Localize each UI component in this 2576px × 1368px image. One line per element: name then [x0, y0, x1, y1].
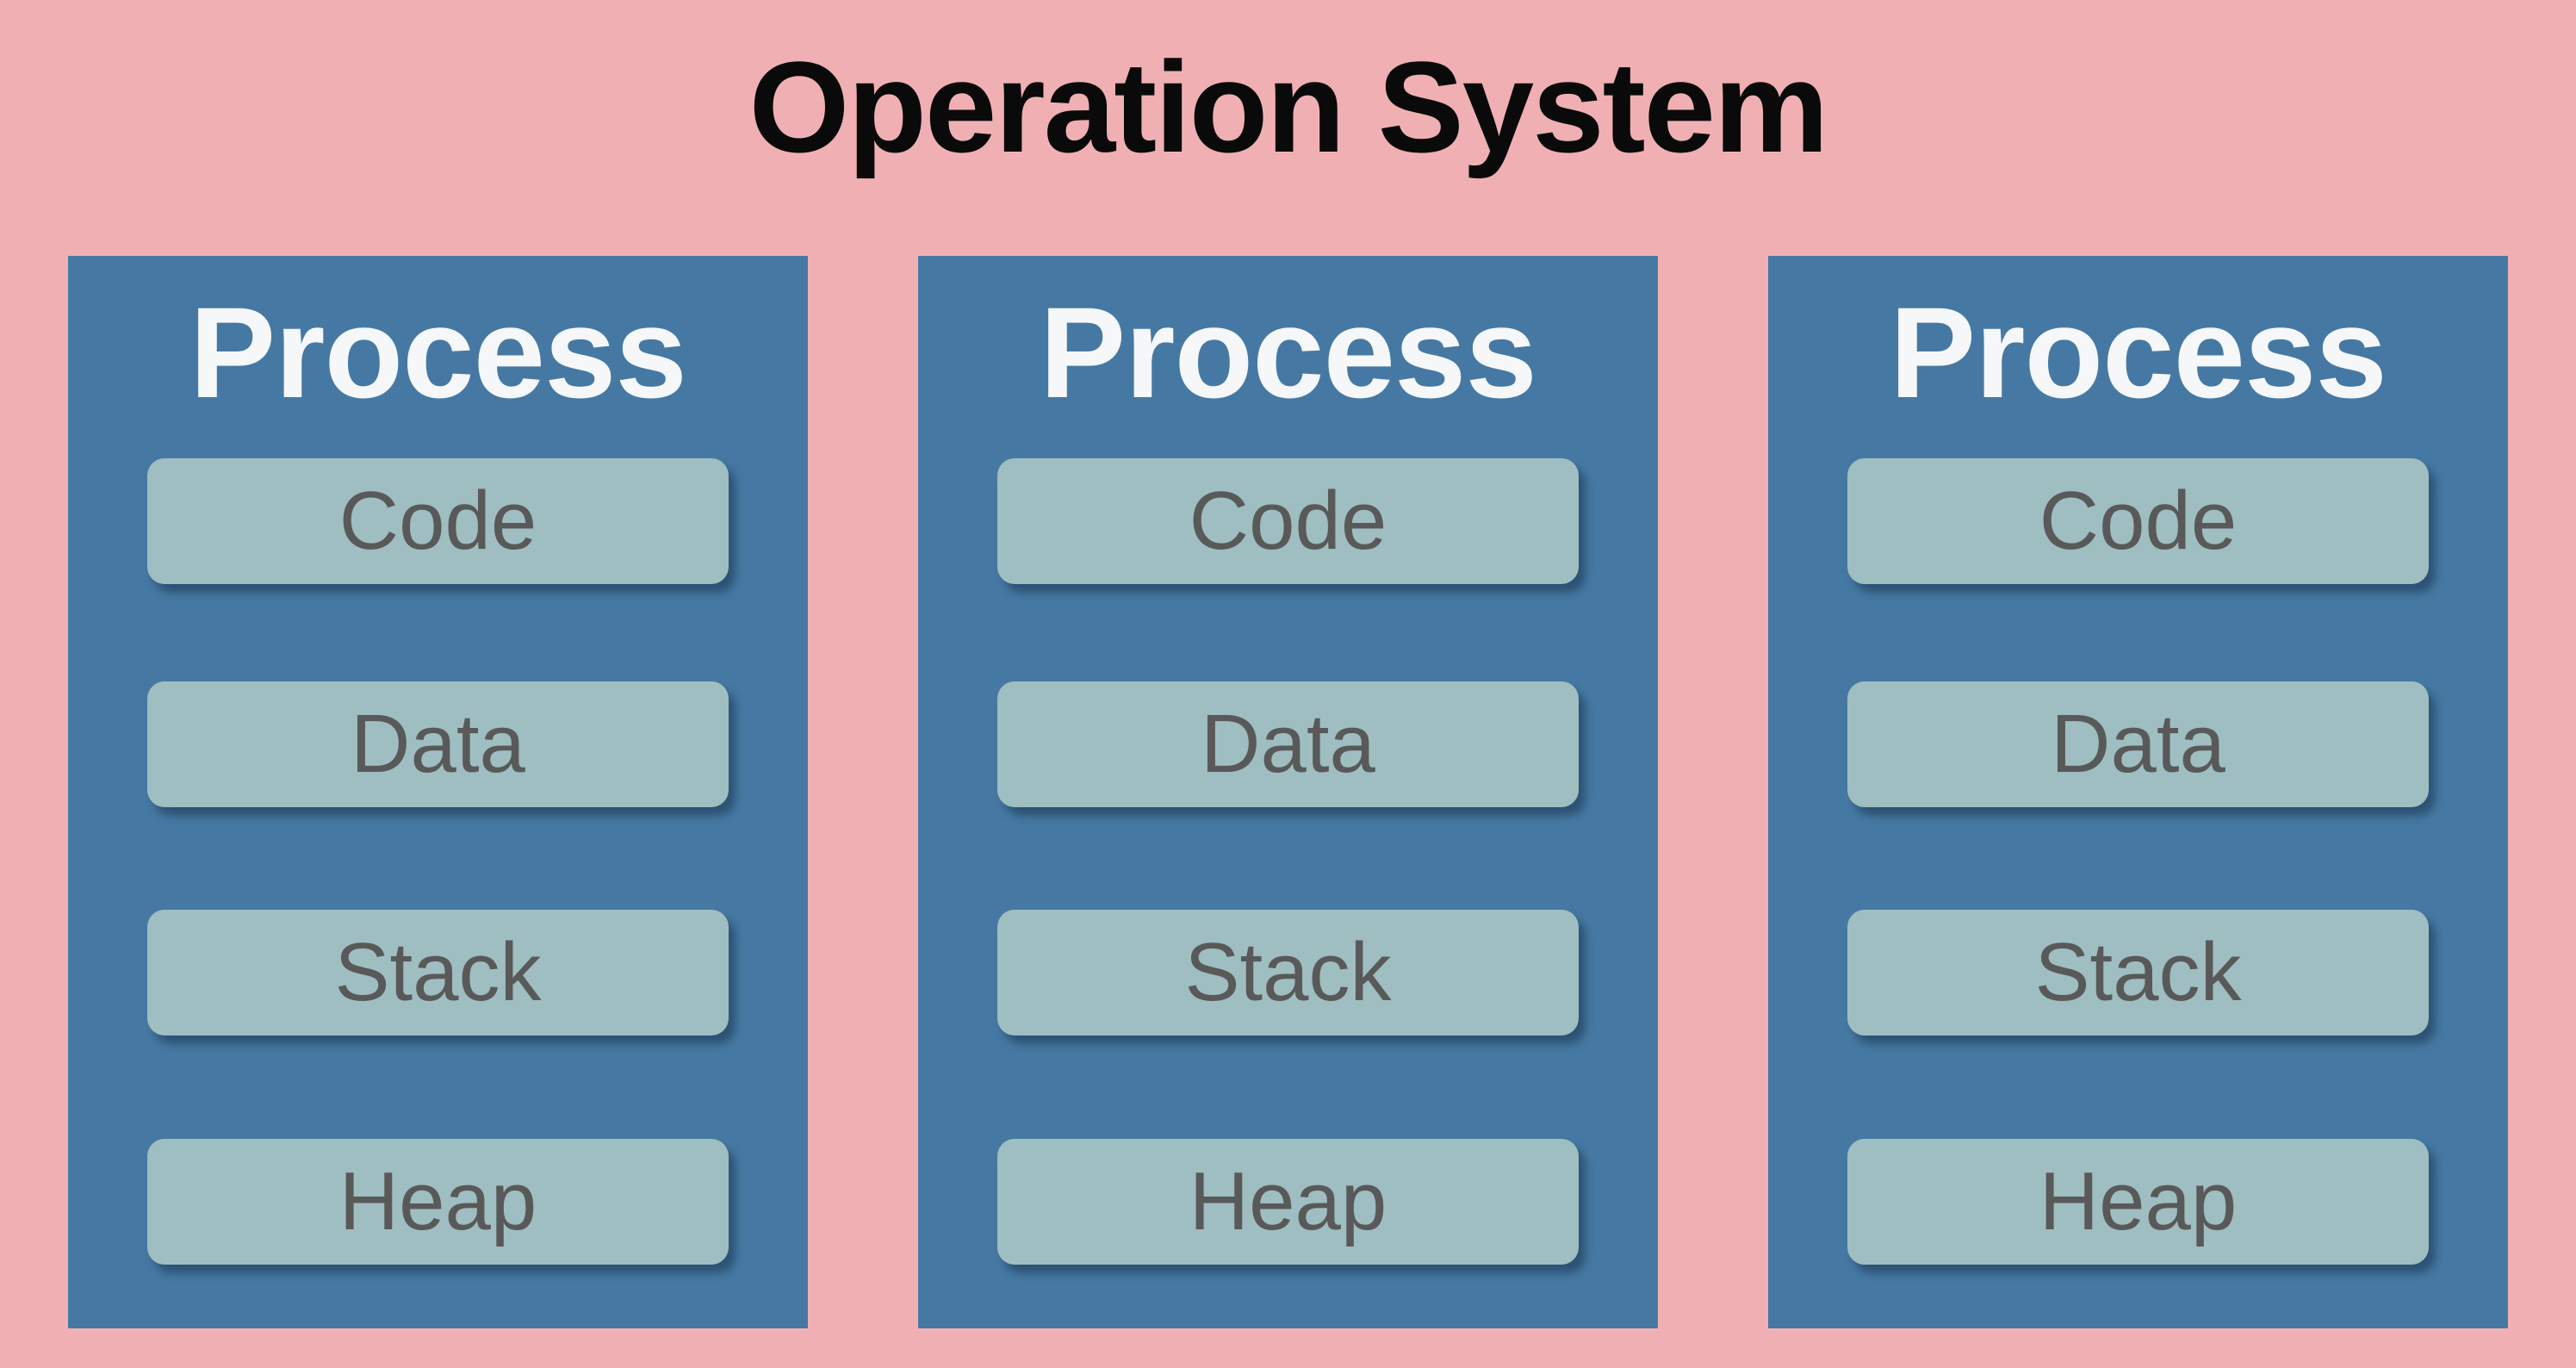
process-panel-3-title: Process — [1890, 280, 2387, 425]
process-3-segment-data: Data — [1847, 681, 2429, 807]
operating-system-diagram: Operation System Process Code Data Stack… — [0, 29, 2576, 1368]
process-1-segment-heap: Heap — [147, 1139, 729, 1265]
process-2-segment-stack: Stack — [997, 910, 1579, 1035]
process-panel-1-title: Process — [189, 280, 687, 425]
process-3-segment-code: Code — [1847, 458, 2429, 584]
process-panels: Process Code Data Stack Heap Process Cod… — [68, 256, 2508, 1328]
process-3-segment-stack: Stack — [1847, 910, 2429, 1035]
process-panel-2-title: Process — [1040, 280, 1537, 425]
process-1-segment-stack: Stack — [147, 910, 729, 1035]
process-2-segment-data: Data — [997, 681, 1579, 807]
page-title: Operation System — [748, 34, 1829, 179]
process-panel-1: Process Code Data Stack Heap — [68, 256, 808, 1328]
process-2-segment-heap: Heap — [997, 1139, 1579, 1265]
process-2-segment-code: Code — [997, 458, 1579, 584]
process-3-segment-heap: Heap — [1847, 1139, 2429, 1265]
process-1-segment-data: Data — [147, 681, 729, 807]
process-panel-2: Process Code Data Stack Heap — [918, 256, 1658, 1328]
process-1-segment-code: Code — [147, 458, 729, 584]
process-panel-3: Process Code Data Stack Heap — [1768, 256, 2508, 1328]
